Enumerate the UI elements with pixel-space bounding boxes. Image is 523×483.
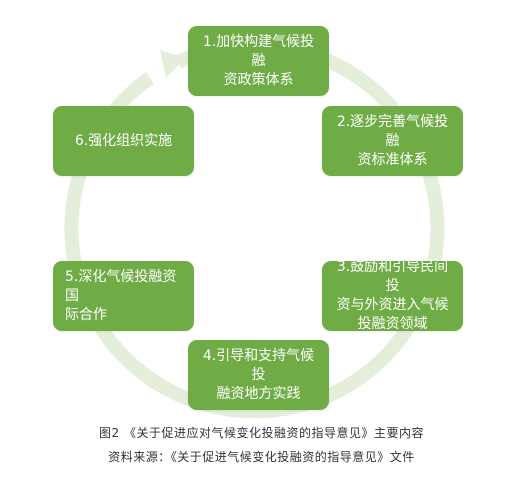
cycle-arrowhead — [160, 50, 185, 78]
cycle-arc — [64, 38, 445, 419]
node-6-organization-implementation: 6.强化组织实施 — [53, 106, 194, 176]
node-1-policy-system: 1.加快构建气候投融 资政策体系 — [188, 26, 329, 96]
source-caption: 资料来源：《关于促进气候变化投融资的指导意见》文件 — [108, 450, 415, 464]
node-5-international-cooperation: 5.深化气候投融资国 际合作 — [53, 261, 194, 331]
node-3-private-foreign-investment: 3.鼓励和引导民间投 资与外资进入气候 投融资领域 — [322, 259, 463, 332]
node-4-local-practice: 4.引导和支持气候投 融资地方实践 — [188, 340, 329, 410]
node-2-standard-system: 2.逐步完善气候投融 资标准体系 — [322, 106, 463, 176]
figure-caption: 图2 《关于促进应对气候变化投融资的指导意见》主要内容 — [99, 426, 424, 440]
